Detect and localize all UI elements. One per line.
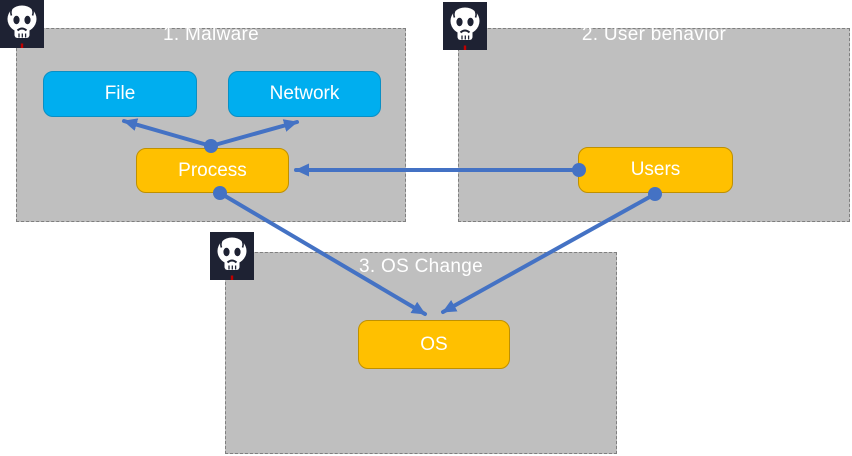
skull-icon [0, 0, 44, 48]
node-users: Users [578, 147, 733, 193]
skull-icon [443, 2, 487, 50]
group-title-os-change: 3. OS Change [358, 256, 483, 277]
skull-icon [210, 232, 254, 280]
node-file-label: File [104, 83, 136, 104]
node-process: Process [136, 148, 289, 193]
node-network-label: Network [269, 83, 340, 104]
node-network: Network [228, 71, 381, 117]
node-os: OS [358, 320, 510, 369]
node-os-label: OS [420, 333, 448, 355]
group-title-malware: 1. Malware [163, 24, 259, 45]
group-title-user-behavior: 2. User behavior [581, 24, 727, 45]
node-users-label: Users [630, 159, 681, 180]
node-process-label: Process [178, 159, 247, 181]
node-file: File [43, 71, 197, 117]
